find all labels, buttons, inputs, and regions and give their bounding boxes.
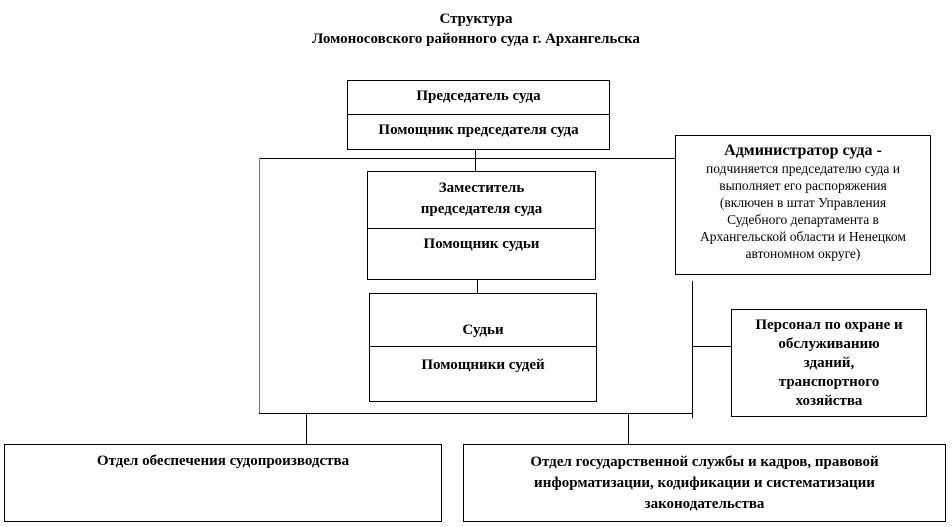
chairman-divider [348, 114, 609, 115]
connector-bottom-horizontal [259, 413, 693, 415]
judges-box: Судьи Помощники судей [369, 293, 597, 402]
personnel-label-line: зданий, [803, 355, 855, 371]
administrator-desc-line: Судебного департамента в [727, 212, 879, 227]
proceedings-dept-box: Отдел обеспечения судопроизводства [4, 444, 442, 522]
administrator-heading-text: Администратор суда [724, 142, 873, 159]
title-line-1: Структура [439, 11, 513, 27]
civil-service-dept-label: Отдел государственной службы и кадров, п… [464, 452, 945, 515]
personnel-label-line: Персонал по охране и [755, 317, 903, 333]
administrator-desc-line: автономном округе) [745, 246, 861, 261]
proceedings-dept-label: Отдел обеспечения судопроизводства [96, 453, 350, 469]
administrator-desc-line: (включен в штат Управления [719, 195, 887, 210]
connector-personnel [692, 346, 731, 348]
judge-assistant-label: Помощник судьи [423, 236, 540, 252]
connector-top-horizontal [259, 158, 676, 160]
deputy-label: Заместитель председателя суда [368, 179, 595, 219]
chairman-assistant-label: Помощник председателя суда [378, 122, 579, 138]
deputy-label-line-2: председателя суда [420, 201, 543, 217]
administrator-description: подчиняется председателю суда и выполняе… [676, 160, 930, 262]
personnel-label-line: хозяйства [795, 393, 863, 409]
civil-service-dept-line: информатизации, кодификации и систематиз… [534, 475, 875, 491]
judges-label: Судьи [462, 322, 504, 338]
administrator-desc-line: подчиняется председателю суда и [706, 161, 900, 176]
chairman-box: Председатель суда Помощник председателя … [347, 80, 610, 150]
administrator-desc-line: выполняет его распоряжения [719, 178, 887, 193]
title-line-2: Ломоносовского районного суда г. Арханге… [312, 31, 640, 47]
connector-civil-service-dept [628, 413, 630, 444]
judges-assistants-label: Помощники судей [421, 357, 545, 373]
deputy-label-line-1: Заместитель [438, 180, 525, 196]
chairman-label: Председатель суда [416, 88, 541, 104]
civil-service-dept-line: законодательства [644, 496, 765, 512]
connector-right-vertical [692, 281, 694, 418]
judges-divider [370, 346, 596, 347]
connector-deputy-judges [477, 279, 479, 293]
administrator-heading: Администратор суда - [676, 141, 930, 160]
connector-chairman-down [475, 149, 477, 171]
personnel-label-line: обслуживанию [778, 336, 880, 352]
diagram-title: Структура Ломоносовского районного суда … [0, 9, 952, 49]
administrator-heading-dash: - [872, 142, 882, 159]
administrator-desc-line: Архангельской области и Ненецком [700, 229, 906, 244]
personnel-box: Персонал по охране и обслуживанию зданий… [731, 309, 927, 417]
deputy-divider [368, 228, 595, 229]
civil-service-dept-box: Отдел государственной службы и кадров, п… [463, 444, 946, 522]
personnel-label-line: транспортного [778, 374, 880, 390]
administrator-box: Администратор суда - подчиняется председ… [675, 135, 931, 275]
deputy-box: Заместитель председателя суда Помощник с… [367, 171, 596, 280]
connector-left-vertical [259, 158, 261, 414]
civil-service-dept-line: Отдел государственной службы и кадров, п… [530, 454, 879, 470]
personnel-label: Персонал по охране и обслуживанию зданий… [732, 316, 926, 411]
connector-proceedings-dept [306, 413, 308, 444]
